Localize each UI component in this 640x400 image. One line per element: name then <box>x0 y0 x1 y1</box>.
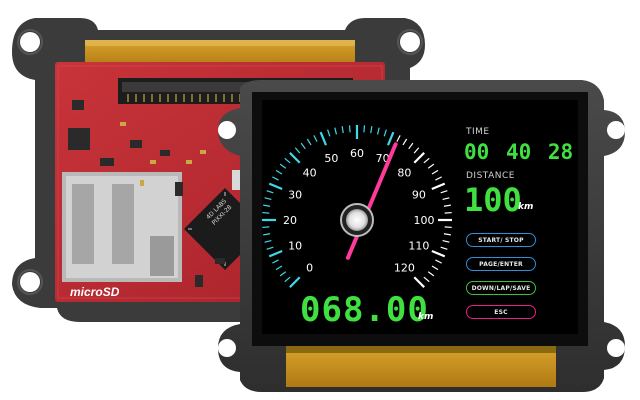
minor-tick <box>431 169 439 175</box>
tick-label: 80 <box>397 167 411 180</box>
distance-unit: km <box>518 202 534 212</box>
odometer-unit: km <box>418 312 434 322</box>
minor-tick <box>413 147 420 154</box>
speed-needle <box>345 142 398 260</box>
minor-tick <box>284 157 291 164</box>
odometer-value: 068.00 <box>300 290 429 330</box>
gauge-hub <box>346 209 368 231</box>
minor-tick <box>327 129 331 137</box>
minor-tick <box>266 246 274 250</box>
minor-tick <box>370 126 373 134</box>
minor-tick <box>442 197 450 201</box>
minor-tick <box>423 276 430 283</box>
major-tick <box>289 152 301 164</box>
minor-tick <box>440 190 448 194</box>
minor-tick <box>313 135 318 142</box>
minor-tick <box>427 163 435 169</box>
minor-tick <box>266 190 274 194</box>
minor-tick <box>262 211 270 214</box>
major-tick <box>413 152 425 164</box>
tick-label: 20 <box>283 214 297 227</box>
esc-button[interactable]: ESC <box>466 305 536 319</box>
minor-tick <box>341 126 344 134</box>
time-label: TIME <box>466 127 490 137</box>
major-tick <box>268 182 283 191</box>
minor-tick <box>294 147 301 154</box>
minor-tick <box>264 239 272 243</box>
minor-tick <box>443 204 451 207</box>
minor-tick <box>440 246 448 250</box>
minor-tick <box>443 233 451 236</box>
major-tick <box>413 276 425 288</box>
minor-tick <box>275 169 283 175</box>
minor-tick <box>279 163 287 169</box>
major-tick <box>319 131 328 146</box>
sd-logo: microSD <box>70 285 119 299</box>
minor-tick <box>396 135 401 142</box>
tick-label: 40 <box>303 167 317 180</box>
major-tick <box>268 249 283 258</box>
minor-tick <box>435 176 442 181</box>
minor-tick <box>444 211 452 214</box>
tick-label: 50 <box>324 152 338 165</box>
minor-tick <box>435 259 442 264</box>
minor-tick <box>402 138 408 146</box>
sd-logo-suffix: SD <box>102 285 120 299</box>
minor-tick <box>263 204 271 207</box>
minor-tick <box>334 127 338 135</box>
tick-label: 60 <box>350 147 364 160</box>
time-hours: 00 <box>464 140 490 164</box>
minor-tick <box>427 271 435 277</box>
major-tick <box>289 276 301 288</box>
lcd-active-area <box>262 100 578 334</box>
minor-tick <box>431 265 439 271</box>
tick-label: 30 <box>288 188 302 201</box>
time-minutes: 40 <box>505 140 532 164</box>
tick-label: 90 <box>412 188 426 201</box>
minor-tick <box>279 271 287 277</box>
tick-label: 120 <box>394 261 415 274</box>
start-stop-button[interactable]: START/ STOP <box>466 233 536 247</box>
minor-tick <box>275 265 283 271</box>
time-seconds: 28 <box>547 140 574 164</box>
minor-tick <box>408 142 414 150</box>
minor-tick <box>262 226 270 229</box>
minor-tick <box>348 125 351 133</box>
minor-tick <box>264 197 272 201</box>
distance-label: DISTANCE <box>466 171 515 181</box>
minor-tick <box>272 259 279 264</box>
minor-tick <box>300 142 306 150</box>
minor-tick <box>442 239 450 243</box>
major-tick <box>431 249 446 258</box>
minor-tick <box>376 127 380 135</box>
major-tick <box>386 131 395 146</box>
distance-value: 100 <box>464 181 522 219</box>
minor-tick <box>423 157 430 164</box>
tick-label: 110 <box>408 240 429 253</box>
tick-label: 100 <box>414 214 435 227</box>
sd-logo-text: micro <box>70 285 103 299</box>
micro-sd-slot <box>62 172 182 282</box>
down-lap-save-button[interactable]: DOWN/LAP/SAVE <box>466 281 536 295</box>
major-tick <box>431 182 446 191</box>
tick-label: 0 <box>306 261 313 274</box>
minor-tick <box>306 138 312 146</box>
minor-tick <box>272 176 279 181</box>
minor-tick <box>383 129 387 137</box>
time-readout: 00 40 28 <box>464 140 573 164</box>
minor-tick <box>444 226 452 229</box>
minor-tick <box>363 125 366 133</box>
minor-tick <box>284 276 291 283</box>
minor-tick <box>263 233 271 236</box>
tick-label: 10 <box>288 240 302 253</box>
page-enter-button[interactable]: PAGE/ENTER <box>466 257 536 271</box>
